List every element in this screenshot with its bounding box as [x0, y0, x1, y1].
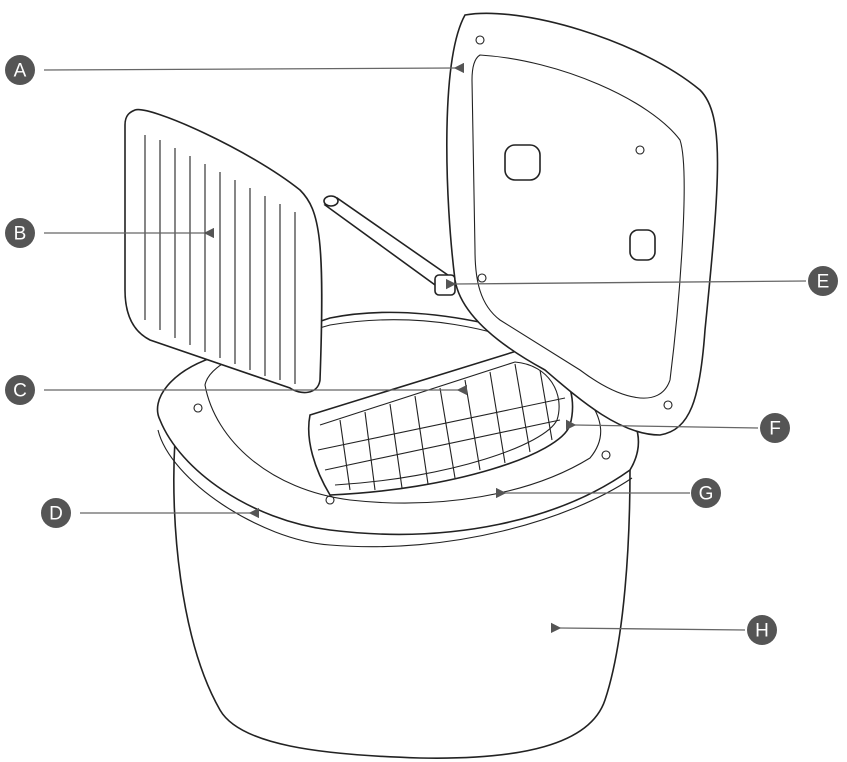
label-h-text: H — [755, 621, 769, 642]
label-d-text: D — [49, 504, 63, 525]
top-lid — [446, 12, 719, 436]
label-f-text: F — [769, 419, 781, 440]
leader-a — [43, 62, 465, 74]
leader-h — [550, 622, 746, 634]
label-b: B — [5, 218, 35, 248]
wire-basket — [307, 349, 574, 496]
label-f: F — [760, 413, 790, 443]
label-g: G — [691, 478, 721, 508]
label-c: C — [5, 375, 35, 405]
label-c-text: C — [13, 381, 27, 402]
label-a-text: A — [14, 61, 27, 82]
label-g-text: G — [699, 484, 714, 505]
grate-cover — [124, 108, 323, 394]
leader-e — [445, 278, 807, 290]
label-e: E — [808, 266, 838, 296]
leader-f — [565, 419, 759, 431]
label-a: A — [5, 55, 35, 85]
label-d: D — [41, 498, 71, 528]
uv-lamp — [323, 195, 457, 296]
label-e-text: E — [817, 272, 830, 293]
label-h: H — [747, 615, 777, 645]
label-b-text: B — [14, 224, 27, 245]
